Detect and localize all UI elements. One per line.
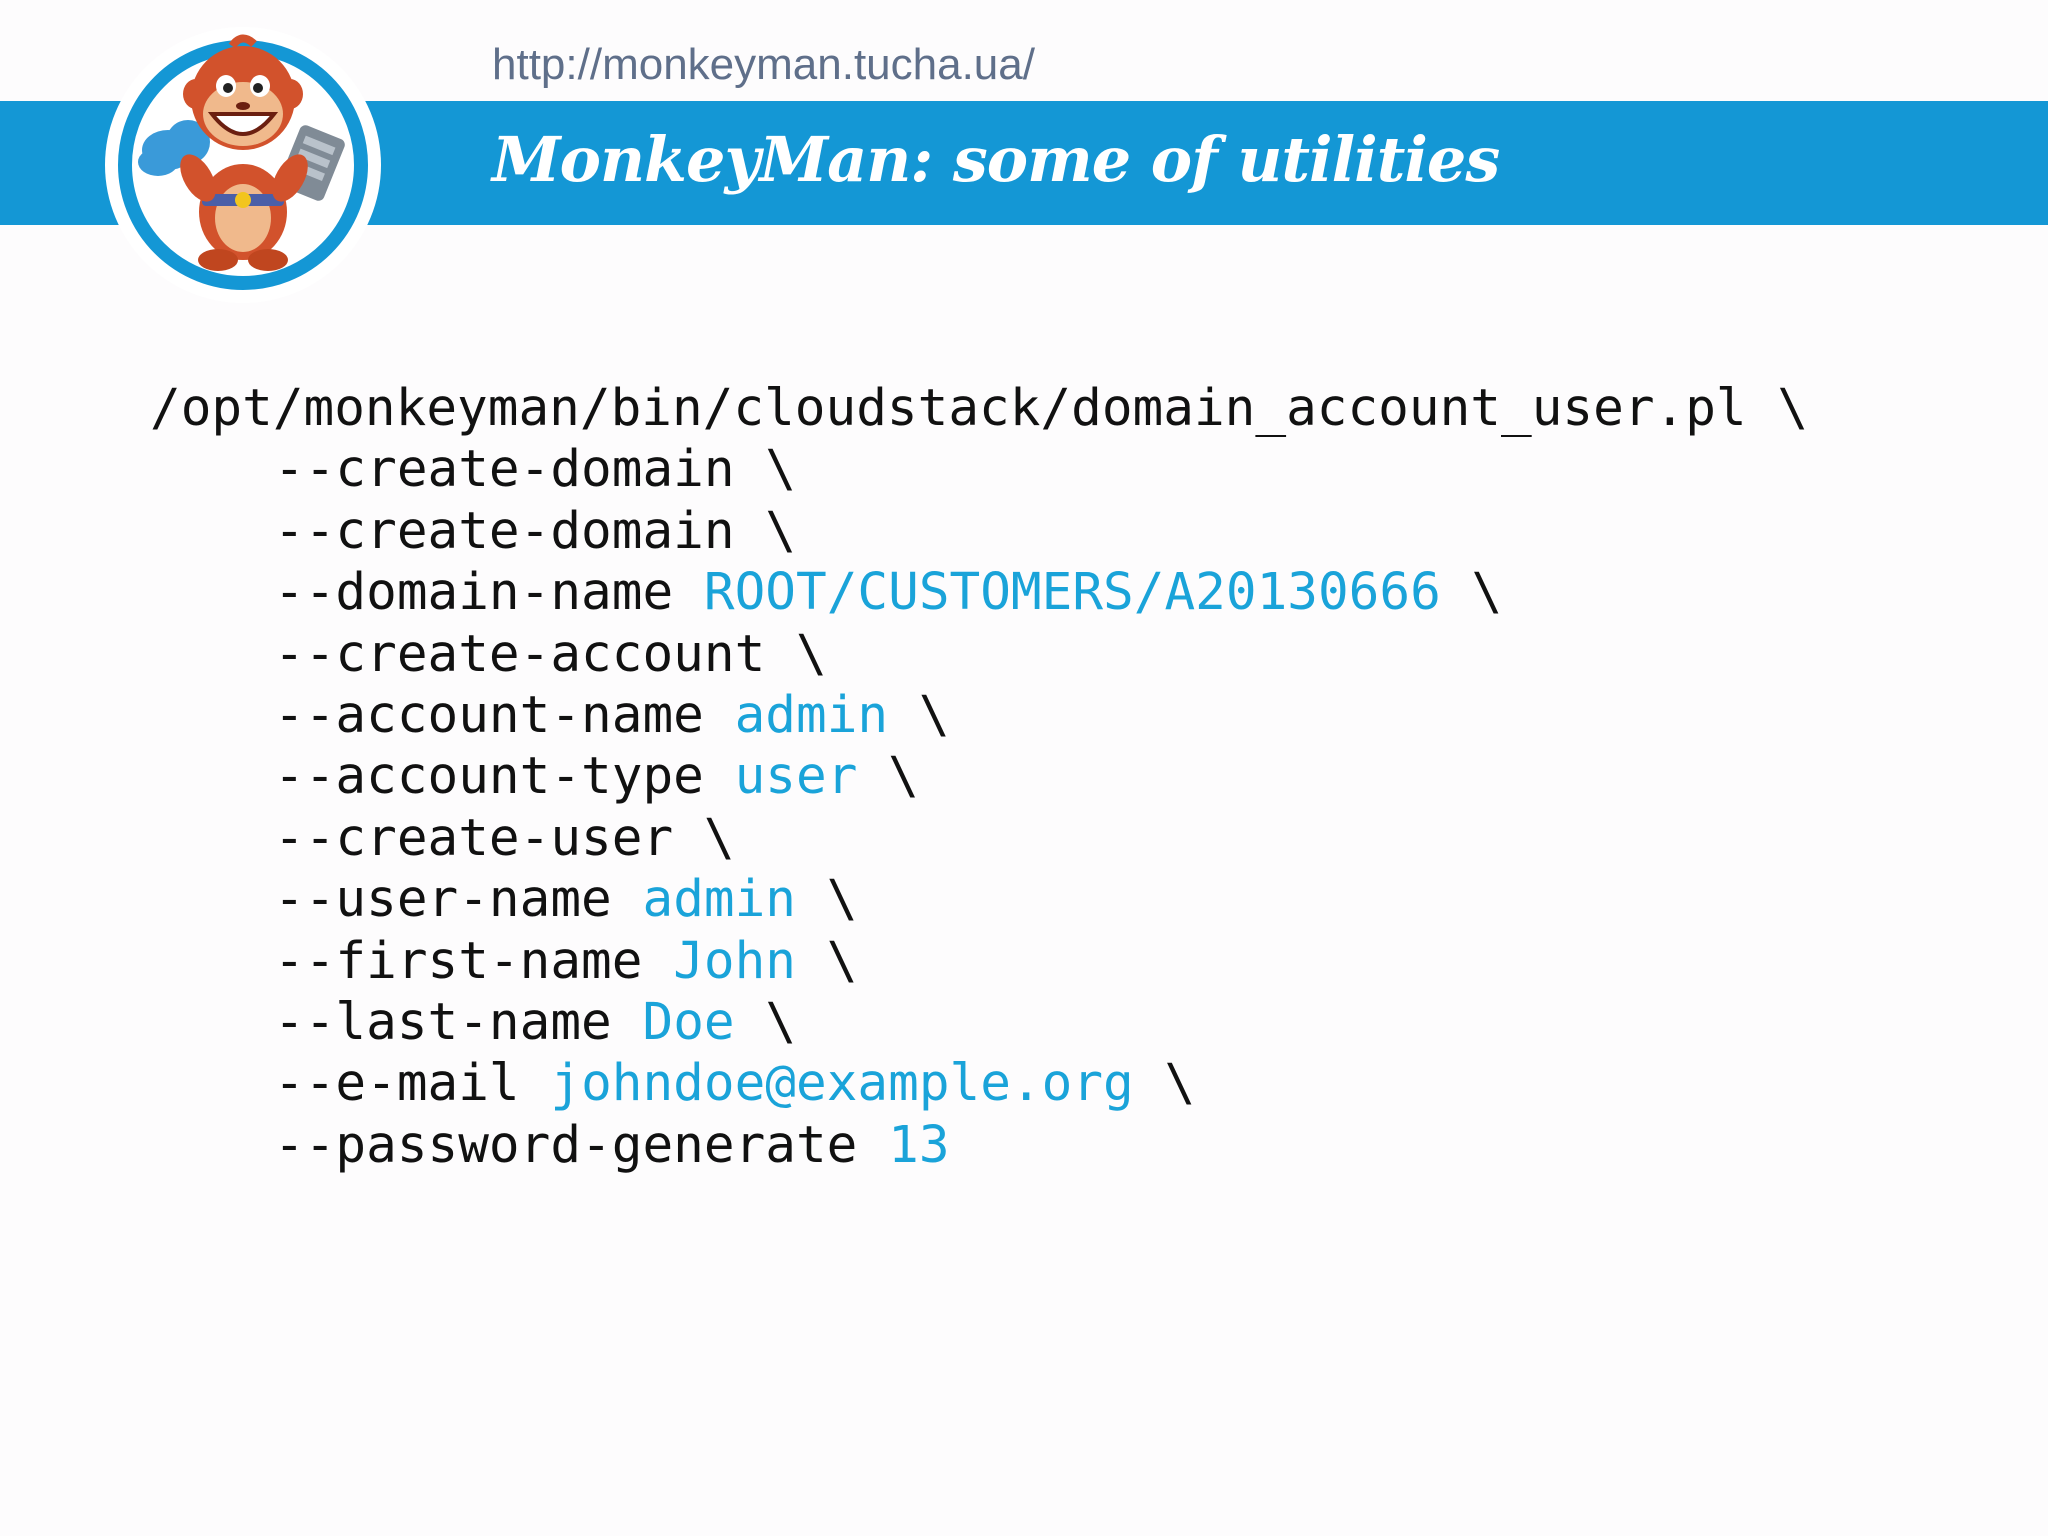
command-block: /opt/monkeyman/bin/cloudstack/domain_acc…: [150, 378, 1808, 1176]
command-line: --last-name Doe \: [150, 992, 1808, 1053]
command-line: --account-name admin \: [150, 685, 1808, 746]
line-continuation: \: [765, 992, 797, 1052]
monkey-logo-icon: [105, 27, 381, 303]
flag: --account-type: [274, 747, 704, 807]
command-line: --user-name admin \: [150, 869, 1808, 930]
flag: --create-domain: [274, 440, 735, 500]
line-continuation: \: [918, 685, 950, 745]
flag-value: John: [673, 931, 797, 991]
line-continuation: \: [796, 624, 827, 684]
line-continuation: \: [703, 808, 735, 868]
flag: --account-name: [274, 685, 704, 745]
flag: --last-name: [274, 992, 612, 1052]
command-line: --create-user \: [150, 808, 1808, 869]
flag: --first-name: [274, 931, 643, 991]
command-line: --create-domain \: [150, 501, 1808, 562]
flag: --create-user: [274, 808, 674, 868]
command-line: --create-account \: [150, 624, 1808, 685]
line-continuation: \: [765, 501, 797, 561]
line-continuation: \: [826, 870, 858, 930]
command-line: --create-domain \: [150, 439, 1808, 500]
line-continuation: \: [888, 747, 919, 807]
flag-value: admin: [642, 870, 797, 930]
flag-value: 13: [888, 1115, 950, 1175]
command-line: --domain-name ROOT/CUSTOMERS/A20130666 \: [150, 562, 1808, 623]
flag: --user-name: [274, 870, 612, 930]
flag: --password-generate: [274, 1115, 858, 1175]
flag-value: Doe: [642, 992, 735, 1052]
line-continuation: \: [765, 440, 797, 500]
command-line: --account-type user \: [150, 746, 1808, 807]
flag-value: admin: [734, 685, 889, 745]
site-url: http://monkeyman.tucha.ua/: [492, 40, 1035, 89]
flag-value: ROOT/CUSTOMERS/A20130666: [703, 563, 1441, 623]
command-line: --first-name John \: [150, 931, 1808, 992]
slide-title: MonkeyMan: some of utilities: [492, 123, 1500, 196]
flag-value: user: [734, 747, 858, 807]
line-continuation: \: [826, 931, 858, 991]
flag-value: johndoe@example.org: [550, 1054, 1134, 1114]
flag: --e-mail: [274, 1054, 520, 1114]
flag: --create-account: [274, 624, 766, 684]
line-continuation: \: [1164, 1054, 1196, 1114]
command-line-script: /opt/monkeyman/bin/cloudstack/domain_acc…: [150, 378, 1808, 439]
flag: --domain-name: [274, 563, 674, 623]
line-continuation: \: [1471, 563, 1503, 623]
line-continuation: \: [1777, 379, 1809, 438]
flag: --create-domain: [274, 501, 735, 561]
script-path: /opt/monkeyman/bin/cloudstack/domain_acc…: [150, 379, 1747, 438]
command-line: --e-mail johndoe@example.org \: [150, 1053, 1808, 1114]
command-line: --password-generate 13: [150, 1115, 1808, 1176]
